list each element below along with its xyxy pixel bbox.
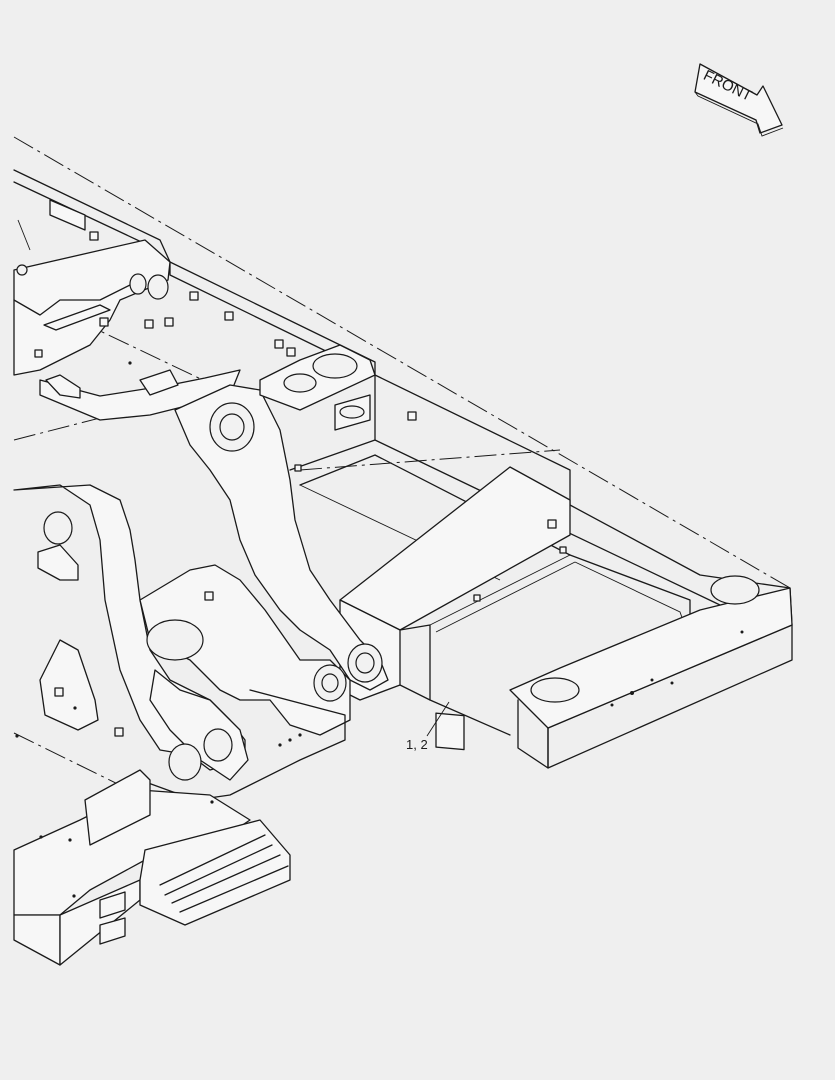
callout-label: 1, 2	[406, 737, 428, 752]
bolt-blocks	[15, 231, 567, 898]
front-arrow-icon: FRONT	[694, 63, 784, 137]
decal-plate	[435, 712, 465, 751]
arm-assembly	[13, 484, 351, 801]
step-assembly	[13, 769, 291, 966]
left-upper-frame	[13, 199, 241, 421]
callout-1-2: 1, 2	[406, 701, 450, 752]
boom-bracket	[174, 344, 389, 691]
